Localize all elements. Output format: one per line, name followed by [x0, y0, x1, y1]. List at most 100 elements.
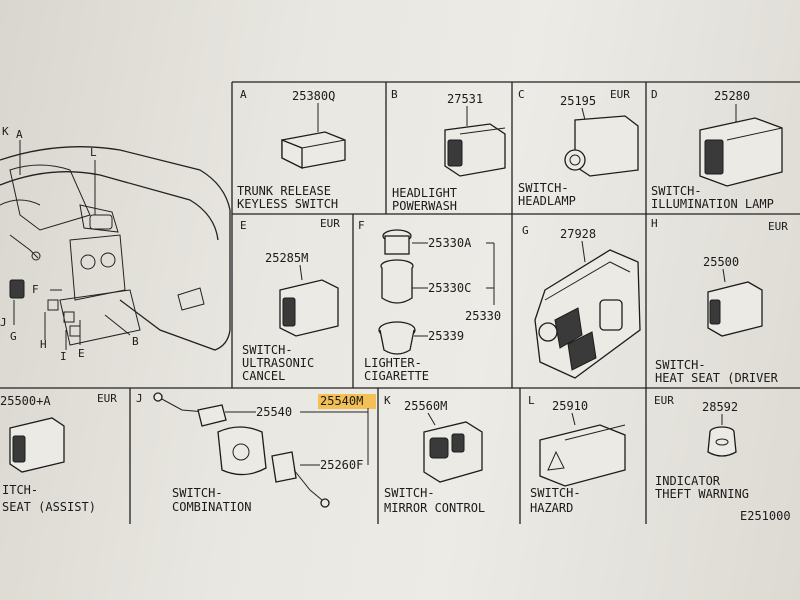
cell-letter: A: [240, 88, 247, 101]
illumination-lamp-switch-drawing: [699, 117, 783, 187]
diagram-code: E251000: [740, 509, 791, 523]
cell-l: L 25910 SWITCH- HAZARD: [528, 394, 626, 515]
trunk-release-switch-drawing: [281, 131, 346, 170]
dash-letter-l: L: [90, 146, 97, 159]
region-label: EUR: [320, 217, 340, 230]
part-number-lighter-element: 25330A: [428, 236, 472, 250]
part-number-lighter-socket: 25330C: [428, 281, 471, 295]
caption-line-2: HAZARD: [530, 501, 573, 515]
part-number: 27531: [447, 92, 483, 106]
caption-line-3: CANCEL: [242, 369, 285, 383]
caption-line-2: KEYLESS SWITCH: [237, 197, 338, 211]
cell-h: H EUR 25500 SWITCH- HEAT SEAT (DRIVER: [651, 217, 788, 385]
part-number: 28592: [702, 400, 738, 414]
cell-letter: D: [651, 88, 658, 101]
caption-line-1: SWITCH-: [518, 181, 569, 195]
cell-letter: E: [240, 219, 247, 232]
part-number: 25500: [703, 255, 739, 269]
cell-a: A 25380Q TRUNK RELEASE KEYLESS SWITCH: [237, 88, 346, 211]
part-number: 25280: [714, 89, 750, 103]
part-number-combination: 25540: [256, 405, 292, 419]
headlamp-switch-drawing: [564, 115, 639, 177]
part-number-highlighted: 25540M: [320, 394, 363, 408]
highlighter-mark: [318, 394, 376, 409]
part-number: 27928: [560, 227, 596, 241]
cell-letter: B: [391, 88, 398, 101]
cell-e: E EUR 25285M SWITCH- ULTRASONIC CANCEL: [240, 217, 340, 383]
cell-b: B 27531 HEADLIGHT POWERWASH: [391, 88, 506, 213]
caption-line-2: CIGARETTE: [364, 369, 429, 383]
heat-seat-driver-switch-drawing: [707, 281, 763, 337]
caption-line-2: COMBINATION: [172, 500, 251, 514]
caption-line-2: THEFT WARNING: [655, 487, 749, 501]
caption-line-2: HEADLAMP: [518, 194, 576, 208]
caption-line-2: HEAT SEAT (DRIVER: [655, 371, 779, 385]
cell-letter: C: [518, 88, 525, 101]
part-number: 25260F: [320, 458, 363, 472]
part-number: 25380Q: [292, 89, 335, 103]
cell-d: D 25280 SWITCH- ILLUMINATION LAMP: [651, 88, 783, 211]
heat-seat-assist-switch-drawing: [9, 417, 65, 473]
cell-theft-warning: EUR 28592 INDICATOR THEFT WARNING: [654, 394, 749, 501]
dash-letter-g: G: [10, 330, 17, 343]
caption-line-1: HEADLIGHT: [392, 186, 457, 200]
cell-c: C EUR 25195 SWITCH- HEADLAMP: [518, 88, 639, 208]
cell-letter: L: [528, 394, 535, 407]
cell-i: 25500+A EUR ITCH- SEAT (ASSIST): [0, 392, 117, 514]
caption-line-1: INDICATOR: [655, 474, 721, 488]
caption-line-1: SWITCH-: [530, 486, 581, 500]
cell-k: K 25560M SWITCH- MIRROR CONTROL: [384, 394, 485, 515]
dash-letter-i: I: [60, 350, 67, 363]
mirror-control-switch-drawing: [423, 421, 483, 483]
caption-line-1: SWITCH-: [384, 486, 435, 500]
cell-letter: G: [522, 224, 529, 237]
caption-line-1: SWITCH-: [242, 343, 293, 357]
caption-line-1: SWITCH-: [651, 184, 702, 198]
combination-switch-drawing: [153, 392, 330, 508]
headlight-powerwash-switch-drawing: [444, 123, 506, 177]
cell-f: F 25330A 25330C 25339 25330 LIGHTER- CIG…: [358, 219, 501, 383]
caption-line-2: SEAT (ASSIST): [2, 500, 96, 514]
caption-line-1: ITCH-: [2, 483, 38, 497]
dash-letter-k: K: [2, 125, 9, 138]
region-label: EUR: [610, 88, 630, 101]
cell-letter: J: [136, 392, 143, 405]
part-number: 25330: [465, 309, 501, 323]
hazard-switch-drawing: [539, 424, 626, 487]
caption-line-2: MIRROR CONTROL: [384, 501, 485, 515]
part-number: 25285M: [265, 251, 308, 265]
part-number-lighter-ring: 25339: [428, 329, 464, 343]
ultrasonic-cancel-switch-drawing: [279, 279, 339, 337]
region-label: EUR: [654, 394, 674, 407]
theft-warning-indicator-drawing: [707, 426, 737, 457]
caption-line-2: POWERWASH: [392, 199, 457, 213]
caption-line-1: TRUNK RELEASE: [237, 184, 331, 198]
part-number: 25195: [560, 94, 596, 108]
cell-g: G 27928: [522, 224, 641, 379]
cell-j: J 25540M 25540 25260F SWITCH- COMBINATIO…: [136, 392, 376, 514]
dash-letter-f: F: [32, 283, 39, 296]
dash-letter-h: H: [40, 338, 47, 351]
cell-letter: H: [651, 217, 658, 230]
window-switch-drawing: [534, 249, 641, 379]
cell-letter: F: [358, 219, 365, 232]
caption-line-2: ILLUMINATION LAMP: [651, 197, 774, 211]
caption-line-1: LIGHTER-: [364, 356, 422, 370]
dash-letter-a: A: [16, 128, 23, 141]
part-number: 25910: [552, 399, 588, 413]
cell-letter: K: [384, 394, 391, 407]
dashboard-overview-drawing: K A L F J G H I E B: [0, 125, 231, 363]
dash-letter-e: E: [78, 347, 85, 360]
grid-lines: [0, 81, 800, 524]
caption-line-2: ULTRASONIC: [242, 356, 314, 370]
part-number: 25560M: [404, 399, 447, 413]
dash-letter-j: J: [0, 316, 7, 329]
dash-letter-b: B: [132, 335, 139, 348]
part-number: 25500+A: [0, 394, 51, 408]
cigarette-lighter-drawing: [378, 229, 416, 355]
caption-line-1: SWITCH-: [172, 486, 223, 500]
region-label: EUR: [768, 220, 788, 233]
caption-line-1: SWITCH-: [655, 358, 706, 372]
